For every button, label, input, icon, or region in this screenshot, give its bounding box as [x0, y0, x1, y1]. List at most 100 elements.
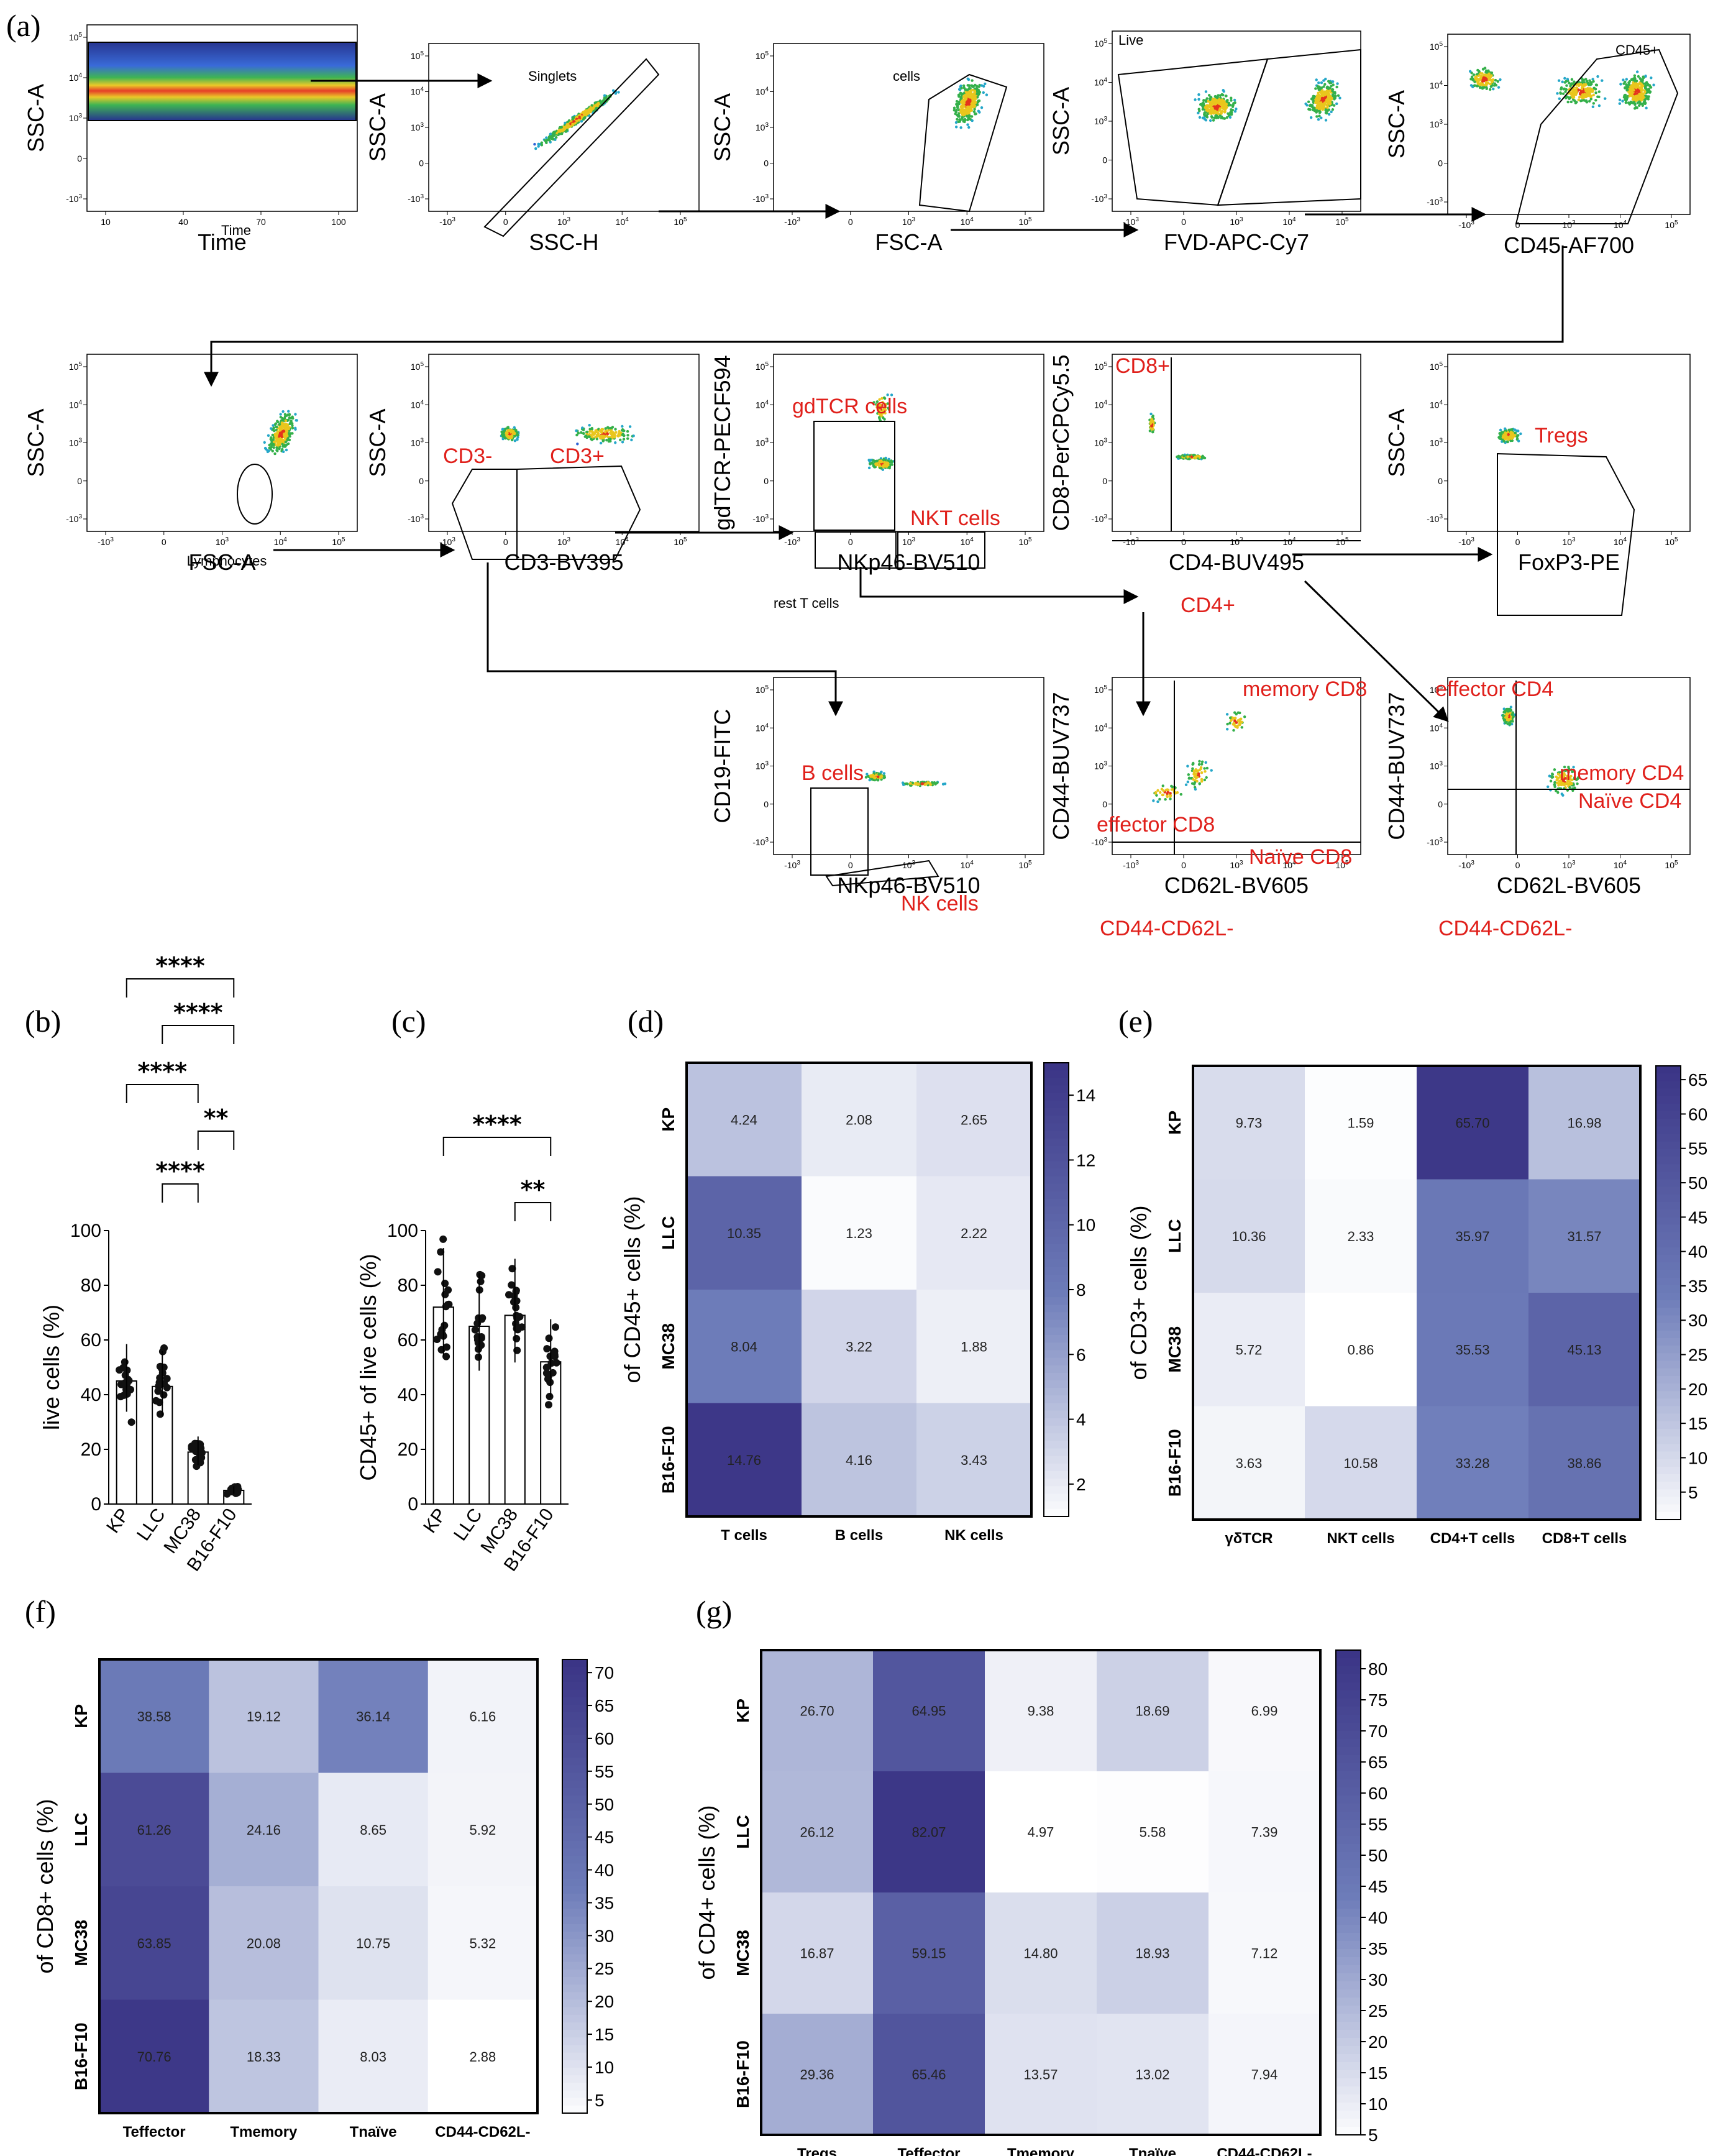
event-dot — [886, 464, 889, 467]
colorbar-step — [562, 1924, 587, 1932]
panel-label: (e) — [1118, 1004, 1153, 1039]
event-dot — [276, 430, 280, 433]
cell-value: 8.04 — [731, 1339, 757, 1354]
column-label: CD44-CD62L- — [435, 2124, 530, 2140]
colorbar-tick-label: 35 — [595, 1893, 614, 1912]
event-dot — [1634, 94, 1638, 98]
panel-a-label: (a) — [6, 8, 41, 43]
event-dot — [1622, 78, 1625, 81]
event-dot — [1215, 96, 1219, 99]
event-dot — [1186, 764, 1189, 768]
y-tick-label: 104 — [69, 72, 83, 83]
colorbar-step — [1656, 1134, 1681, 1142]
event-dot — [593, 104, 596, 108]
colorbar-tick-label: 55 — [1688, 1139, 1707, 1158]
event-dot — [540, 141, 544, 144]
row-label: KP — [1165, 1111, 1184, 1135]
x-tick-label: 0 — [848, 537, 853, 547]
event-dot — [1468, 70, 1472, 73]
event-dot — [1591, 105, 1595, 109]
event-dot — [963, 120, 966, 124]
x-tick-label: -103 — [439, 536, 455, 547]
event-dot — [1317, 118, 1320, 121]
y-tick-label: -103 — [66, 193, 82, 204]
event-dot — [533, 142, 536, 146]
event-dot — [1335, 85, 1338, 89]
y-axis-label: CD8-PerCPCy5.5 — [1048, 354, 1074, 531]
event-dot — [1161, 793, 1165, 797]
colorbar-step — [562, 1878, 587, 1887]
event-dot — [1205, 766, 1209, 770]
cell-value: 7.12 — [1251, 1946, 1278, 1961]
event-dot — [280, 427, 283, 431]
x-tick-label: 105 — [1335, 536, 1349, 547]
event-dot — [1156, 789, 1159, 792]
colorbar-tick-label: 30 — [1368, 1970, 1387, 1989]
x-tick-label: -103 — [1123, 860, 1139, 870]
data-point — [163, 1383, 171, 1392]
colorbar-tick-label: 25 — [595, 1959, 614, 1978]
colorbar-step — [1336, 1674, 1361, 1683]
event-dot — [1559, 91, 1562, 94]
y-axis-label: CD19-FITC — [710, 709, 735, 823]
event-dot — [1149, 420, 1153, 423]
event-dot — [503, 429, 506, 433]
colorbar-step — [1656, 1224, 1681, 1233]
event-dot — [1204, 770, 1207, 773]
event-dot — [284, 419, 288, 423]
colorbar-step — [1044, 1456, 1069, 1464]
event-dot — [279, 413, 282, 416]
panel-label: (g) — [696, 1594, 732, 1629]
colorbar-tick-label: 8 — [1076, 1280, 1086, 1300]
colorbar-step — [1656, 1504, 1681, 1513]
event-dot — [1324, 108, 1328, 111]
x-tick-label: -103 — [1123, 536, 1139, 547]
y-axis-label: CD44-BUV737 — [1384, 692, 1409, 840]
colorbar-step — [562, 1841, 587, 1849]
event-dot — [1646, 90, 1649, 94]
cell-value: 10.58 — [1343, 1456, 1378, 1471]
event-dot — [1630, 88, 1633, 91]
event-dot — [1193, 781, 1197, 784]
cell-value: 1.88 — [961, 1339, 987, 1354]
event-dot — [972, 85, 975, 88]
event-dot — [508, 429, 511, 433]
event-dot — [1596, 95, 1599, 98]
colorbar-step — [562, 2037, 587, 2045]
event-dot — [1209, 98, 1212, 101]
colorbar-step — [1336, 2070, 1361, 2079]
gate-label: Time — [221, 222, 251, 238]
colorbar-step — [1656, 1285, 1681, 1293]
event-dot — [1473, 80, 1476, 83]
data-point — [444, 1286, 452, 1294]
event-dot — [1336, 82, 1339, 85]
colorbar-step — [1044, 1372, 1069, 1381]
event-dot — [962, 86, 966, 89]
event-dot — [1217, 94, 1220, 97]
event-dot — [1628, 94, 1632, 98]
event-dot — [1487, 78, 1491, 81]
x-tick-label: 105 — [1665, 860, 1678, 870]
event-dot — [1214, 114, 1217, 117]
colorbar-step — [562, 1682, 587, 1690]
y-axis-label: SSC-A — [1048, 87, 1074, 155]
x-tick-label: 103 — [902, 216, 916, 227]
event-dot — [936, 781, 939, 784]
colorbar-step — [1656, 1330, 1681, 1339]
colorbar-tick-label: 25 — [1368, 2001, 1387, 2021]
event-dot — [971, 103, 974, 106]
event-dot — [1208, 104, 1211, 108]
y-tick-label: 104 — [1430, 722, 1443, 733]
event-dot — [282, 429, 286, 433]
event-dot — [1205, 97, 1209, 100]
colorbar-step — [1044, 1441, 1069, 1449]
colorbar-step — [1336, 1876, 1361, 1885]
colorbar-step — [1656, 1444, 1681, 1452]
colorbar-step — [1044, 1290, 1069, 1298]
y-tick-label: 105 — [411, 361, 424, 372]
colorbar-step — [562, 2052, 587, 2061]
y-axis-label: of CD3+ cells (%) — [1126, 1205, 1151, 1380]
event-dot — [1220, 93, 1223, 96]
y-tick-label: 105 — [756, 50, 769, 61]
